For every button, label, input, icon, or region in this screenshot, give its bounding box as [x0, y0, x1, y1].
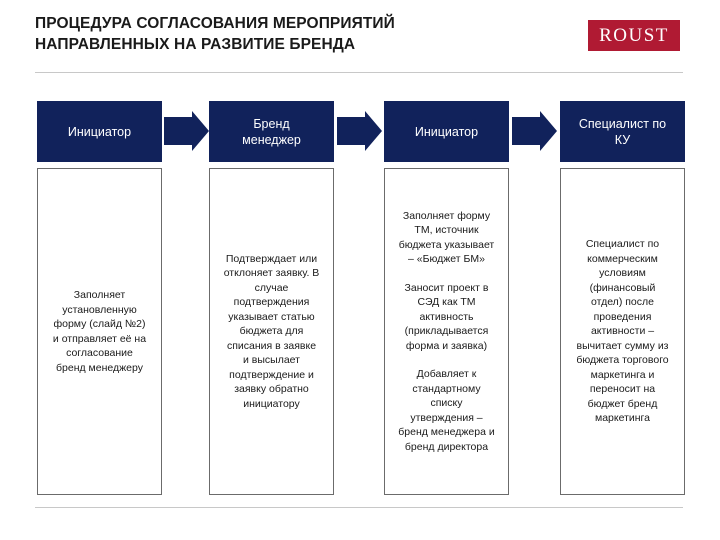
header-line: менеджер	[242, 132, 301, 147]
description-line: случае	[254, 281, 289, 294]
description-line: переносит на	[589, 383, 656, 396]
slide-title-line: НАПРАВЛЕННЫХ НА РАЗВИТИЕ БРЕНДА	[35, 36, 356, 53]
step-description: Заполняет установленную форму (слайд №2)…	[38, 288, 161, 375]
description-line: маркетинга и	[590, 368, 655, 381]
description-line: ТМ, источник	[414, 224, 479, 237]
description-line: маркетинга	[594, 412, 650, 425]
description-line: Специалист по	[585, 238, 660, 251]
step-header-brand-manager: Бренд менеджер	[209, 101, 334, 162]
description-line: отдел) после	[591, 296, 654, 309]
step-description-box: Заполняет форму ТМ, источник бюджета ука…	[384, 168, 509, 495]
description-line: Подтверждает или	[225, 252, 318, 265]
description-line: Добавляет к	[416, 368, 477, 381]
description-line: бюджет бренд	[587, 397, 658, 410]
description-line: проведения	[593, 310, 652, 323]
step-description: Подтверждает или отклоняет заявку. В слу…	[210, 252, 333, 412]
step-description-box: Специалист по коммерческим условиям (фин…	[560, 168, 685, 495]
description-line: – «Бюджет БМ»	[408, 253, 485, 266]
header-line: Инициатор	[67, 124, 132, 139]
description-paragraph: Добавляет к стандартному списку утвержде…	[389, 367, 504, 454]
description-line: форму (слайд №2)	[53, 318, 146, 330]
description-line: коммерческим	[587, 252, 658, 265]
description-line: бюджета для	[239, 325, 304, 338]
description-line: активность	[419, 310, 474, 323]
roust-logo: ROUST	[588, 20, 680, 51]
description-line: отклоняет заявку. В	[223, 267, 320, 280]
description-line: СЭД как ТМ	[417, 296, 476, 309]
description-paragraph: Заполняет установленную форму (слайд №2)…	[42, 288, 157, 375]
description-paragraph: Подтверждает или отклоняет заявку. В слу…	[214, 252, 329, 412]
description-paragraph: Заполняет форму ТМ, источник бюджета ука…	[389, 209, 504, 267]
description-line: заявку обратно	[234, 383, 309, 396]
description-line: форма и заявка)	[405, 339, 488, 352]
description-line: бренд директора	[404, 440, 489, 453]
description-line: подтверждения	[233, 296, 310, 309]
description-line: списания в заявке	[226, 339, 317, 352]
description-line: активности –	[590, 325, 655, 338]
description-line: (финансовый	[589, 281, 656, 294]
description-line: и отправляет её на	[52, 332, 147, 345]
description-line: бренд менеджера и	[398, 426, 495, 439]
step-description: Специалист по коммерческим условиям (фин…	[561, 237, 684, 426]
description-paragraph: Заносит проект в СЭД как ТМ активность (…	[389, 281, 504, 354]
description-line: вычитает сумму из	[576, 339, 669, 352]
description-line: Заполняет форму	[402, 209, 491, 222]
header-line: Инициатор	[414, 124, 479, 139]
step-header-initiator: Инициатор	[37, 101, 162, 162]
description-paragraph: Специалист по коммерческим условиям (фин…	[565, 237, 680, 426]
header-line: Специалист по	[578, 116, 667, 131]
top-divider	[35, 72, 683, 73]
description-line: бюджета указывает	[398, 238, 495, 251]
description-line: и высылает	[243, 354, 300, 367]
description-line: (прикладывается	[404, 325, 489, 338]
step-description-box: Подтверждает или отклоняет заявку. В слу…	[209, 168, 334, 495]
flow-arrow-icon	[164, 111, 209, 151]
step-header-ku-specialist: Специалист по КУ	[560, 101, 685, 162]
bottom-divider	[35, 507, 683, 508]
flow-arrow-icon	[512, 111, 557, 151]
header-line: Бренд	[253, 116, 290, 131]
step-header-text: Специалист по КУ	[579, 116, 666, 148]
step-header-text: Инициатор	[68, 124, 131, 140]
step-description-box: Заполняет установленную форму (слайд №2)…	[37, 168, 162, 495]
description-line: условиям	[599, 267, 646, 280]
description-line: Заносит проект в	[404, 281, 489, 294]
description-line: бренд менеджеру	[56, 361, 143, 374]
description-line: подтверждение и	[229, 368, 314, 381]
logo-text: ROUST	[599, 24, 669, 46]
description-line: списку	[430, 397, 463, 410]
description-line: установленную	[62, 303, 137, 316]
step-header-initiator-2: Инициатор	[384, 101, 509, 162]
slide-title-line: ПРОЦЕДУРА СОГЛАСОВАНИЯ МЕРОПРИЯТИЙ	[35, 15, 395, 32]
step-description: Заполняет форму ТМ, источник бюджета ука…	[385, 209, 508, 455]
header-line: КУ	[614, 132, 631, 147]
step-header-text: Инициатор	[415, 124, 478, 140]
description-line: утверждения –	[410, 411, 483, 424]
slide-title: ПРОЦЕДУРА СОГЛАСОВАНИЯ МЕРОПРИЯТИЙ НАПРА…	[35, 13, 555, 55]
description-line: стандартному	[412, 382, 481, 395]
step-header-text: Бренд менеджер	[242, 116, 301, 148]
description-line: бюджета торгового	[576, 354, 669, 367]
description-line: инициатору	[243, 397, 300, 410]
description-line: Заполняет	[73, 289, 126, 301]
flow-arrow-icon	[337, 111, 382, 151]
description-line: согласование	[66, 347, 133, 359]
description-line: указывает статью	[228, 310, 315, 323]
